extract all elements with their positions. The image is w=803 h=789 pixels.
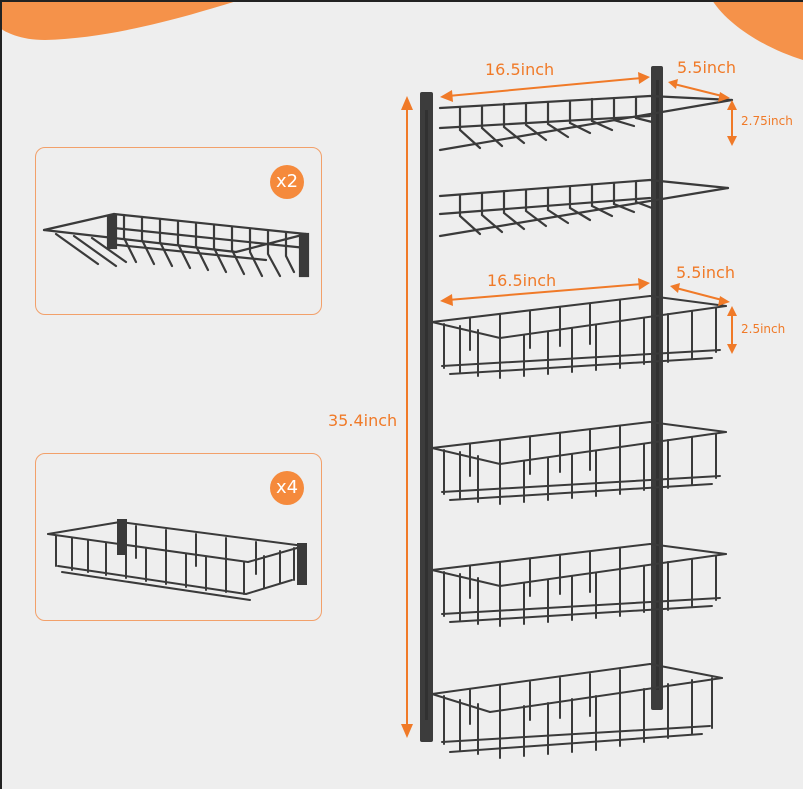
shelf-width-label: 16.5inch (485, 60, 555, 79)
top-border (0, 0, 803, 2)
shelf-depth-label: 5.5inch (677, 58, 736, 77)
basket-width-label: 16.5inch (487, 271, 557, 290)
basket-height-label: 2.5inch (741, 322, 786, 336)
angled-shelf-illustration (42, 212, 310, 278)
quantity-badge: x2 (270, 165, 304, 199)
quantity-badge: x4 (270, 471, 304, 505)
left-border (0, 0, 2, 789)
angled-shelf-panel: x2 (35, 147, 322, 315)
shelf-height-label: 2.75inch (741, 114, 793, 128)
wire-basket-illustration (47, 519, 307, 601)
wire-basket-panel: x4 (35, 453, 322, 621)
basket-depth-label: 5.5inch (676, 263, 735, 282)
total-height-label: 35.4inch (328, 411, 398, 430)
